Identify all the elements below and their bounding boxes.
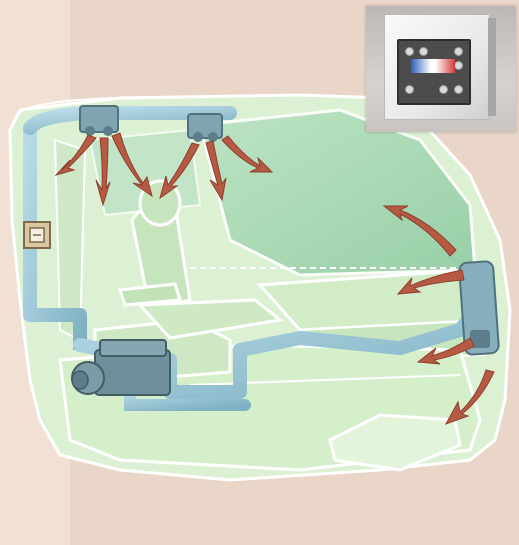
airflow-arrows (54, 132, 495, 425)
knob-icon (454, 47, 463, 56)
seat-armrest (117, 282, 182, 307)
footrest (328, 413, 462, 472)
ceiling-vent-unit-left (79, 105, 119, 136)
seat-cushion (136, 298, 284, 340)
airflow-arrow-icon (205, 140, 227, 202)
airflow-arrow-icon (54, 134, 97, 176)
blower-unit (71, 339, 171, 396)
airflow-arrow-icon (382, 205, 457, 257)
airflow-arrow-icon (416, 337, 475, 365)
switch-icon (23, 221, 51, 249)
knob-icon (454, 85, 463, 94)
airflow-arrow-icon (111, 132, 153, 198)
knob-icon (405, 85, 414, 94)
airflow-arrow-icon (95, 137, 111, 207)
knob-icon (419, 47, 428, 56)
floor-duct-lower (124, 386, 251, 411)
airflow-arrow-icon (221, 135, 274, 173)
knob-icon (405, 47, 414, 56)
airflow-arrow-icon (444, 369, 495, 425)
knob-icon (439, 85, 448, 94)
control-box-icon (384, 14, 490, 120)
temperature-scale (411, 59, 455, 73)
pillar-vent-unit (458, 260, 500, 356)
controller-panel (397, 39, 471, 105)
airflow-arrow-icon (396, 269, 465, 295)
controller-side-shadow (488, 18, 496, 116)
windshield (198, 108, 477, 277)
ceiling-vent-unit-right (187, 113, 223, 142)
controller-inset-photo (366, 6, 516, 132)
cab-roof-line (19, 97, 121, 113)
airflow-arrow-icon (159, 142, 200, 200)
knob-icon (454, 61, 463, 70)
